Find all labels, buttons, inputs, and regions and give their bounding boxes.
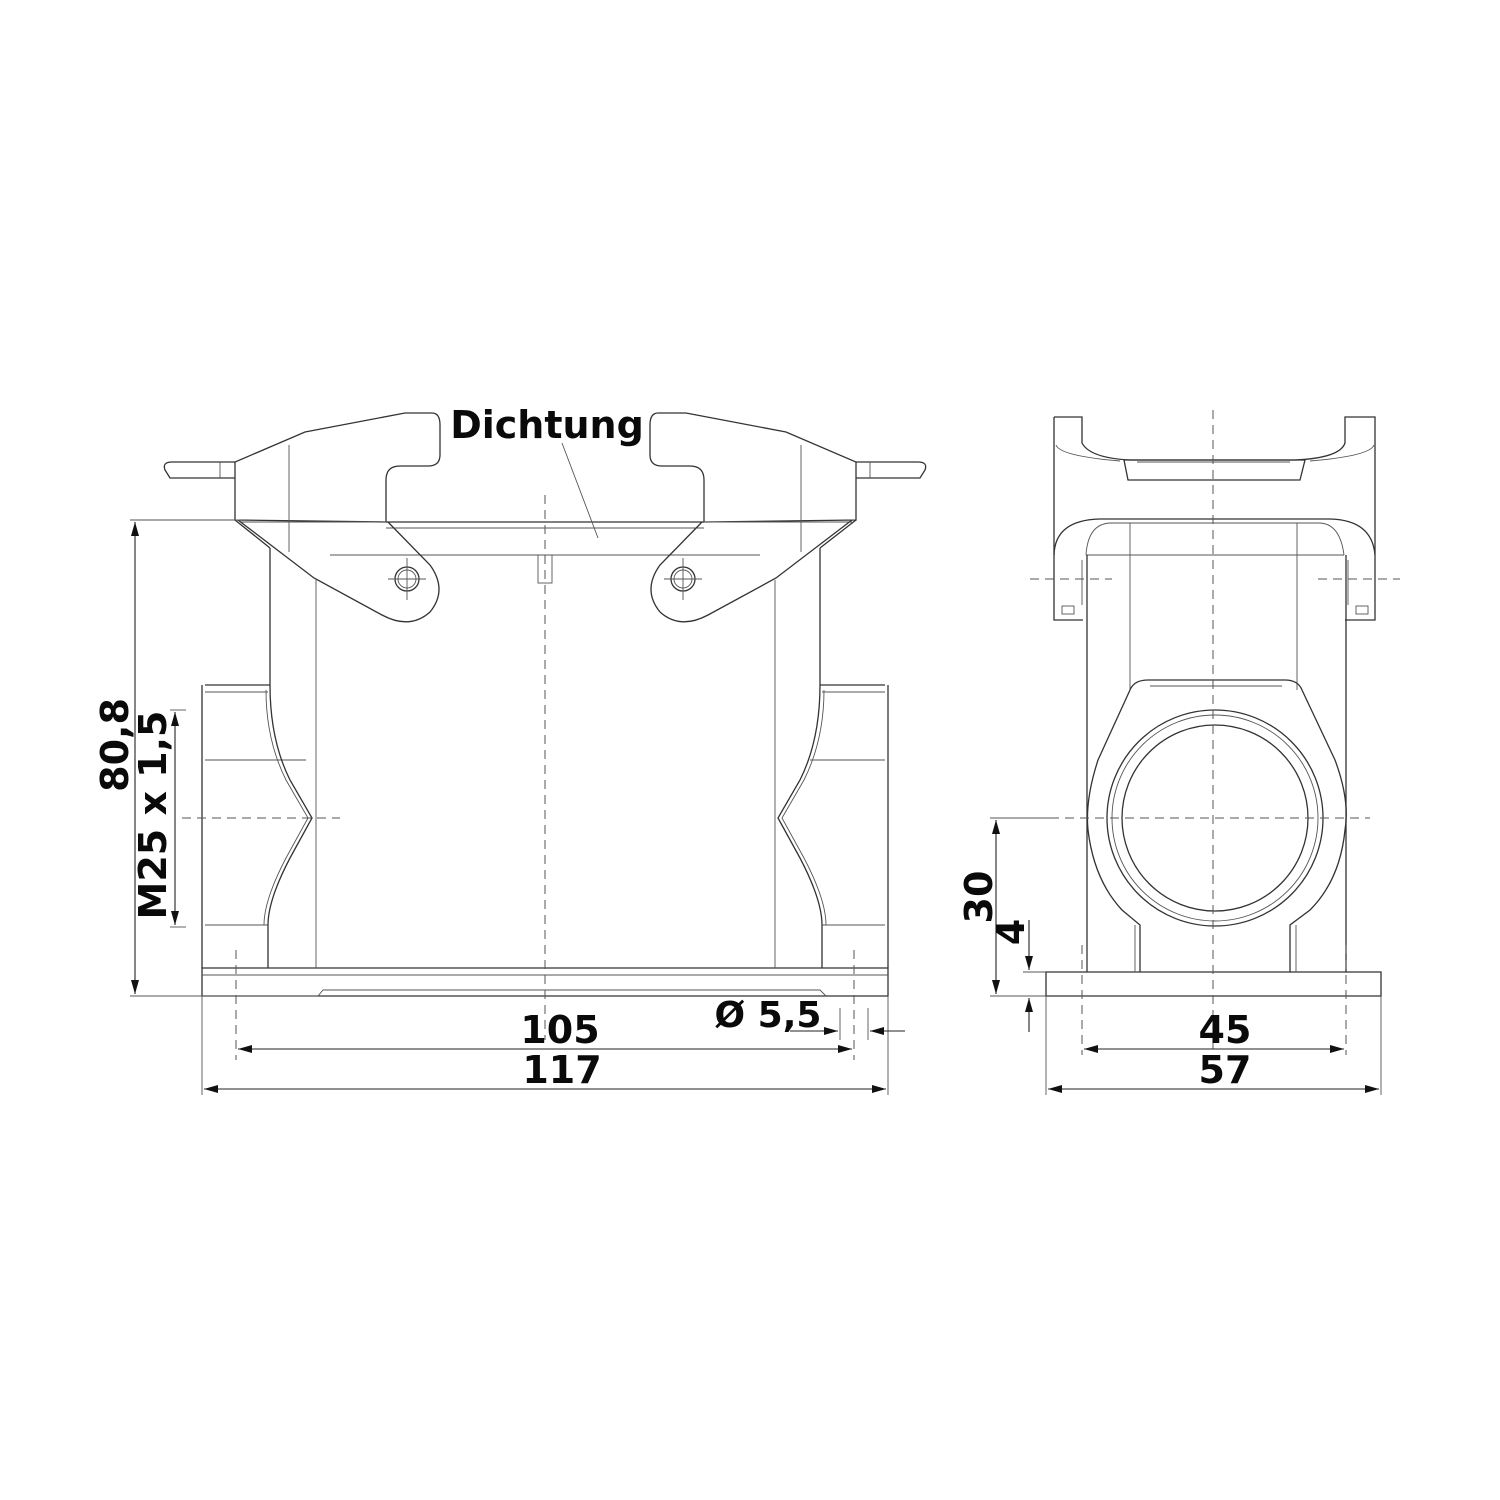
entry-height-label: 30 — [957, 871, 1001, 924]
side-hole-spacing-label: 45 — [1199, 1008, 1252, 1052]
front-view: Dichtung 80,8 M25 x 1,5 105 117 Ø 5,5 — [93, 403, 927, 1095]
front-right-entry-flange — [777, 684, 889, 968]
side-view: 30 4 45 57 — [957, 410, 1400, 1095]
front-left-entry-flange — [201, 684, 313, 968]
side-cover-top — [1053, 416, 1376, 621]
side-overall-width-label: 57 — [1199, 1048, 1252, 1092]
hole-spacing-label: 105 — [520, 1008, 599, 1052]
dichtung-label: Dichtung — [450, 403, 644, 447]
hole-diameter-label: Ø 5,5 — [715, 995, 822, 1036]
dim-hole-diameter — [790, 1008, 905, 1040]
dim-overall-width-57 — [1045, 996, 1382, 1095]
front-centerlines — [182, 495, 855, 1060]
side-centerlines — [1030, 410, 1400, 1060]
front-housing-body — [269, 548, 821, 968]
overall-width-label: 117 — [522, 1048, 601, 1092]
height-label: 80,8 — [93, 698, 137, 792]
side-housing-body — [1086, 523, 1347, 972]
dim-overall-width-117 — [201, 996, 889, 1095]
thread-label: M25 x 1,5 — [131, 711, 175, 920]
base-thickness-label: 4 — [989, 919, 1033, 945]
dim-thread-m25 — [170, 709, 186, 928]
dim-entry-height-30 — [990, 817, 1050, 997]
dim-height-80-8 — [130, 519, 240, 997]
dim-base-thickness-4 — [1023, 920, 1046, 1032]
dichtung-leader-line — [561, 442, 599, 539]
side-cable-entry — [1086, 679, 1347, 972]
